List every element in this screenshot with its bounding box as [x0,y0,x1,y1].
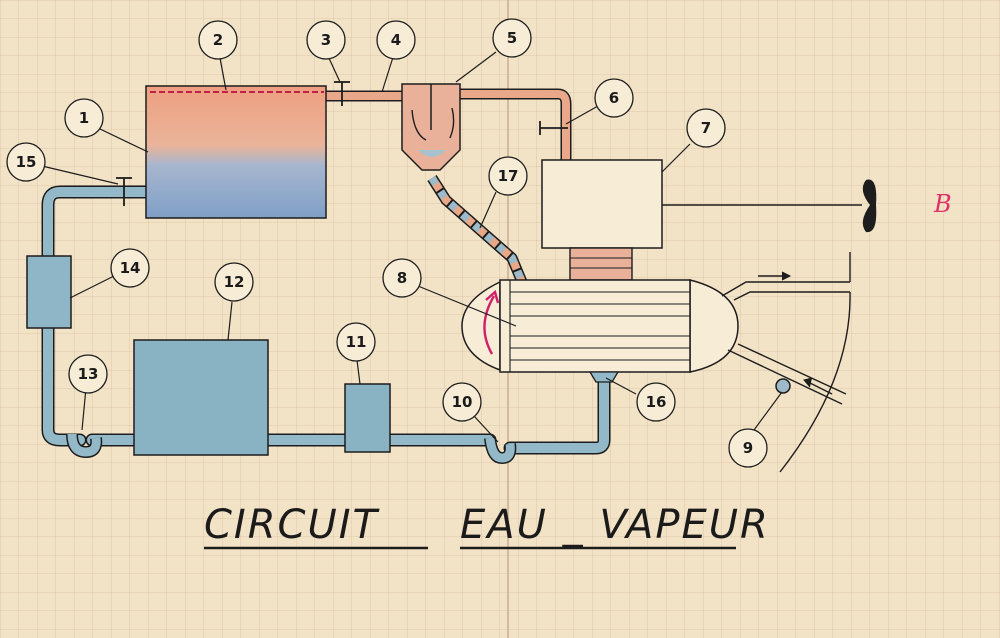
callout-label: 9 [743,439,753,457]
callout-label: 15 [16,153,37,171]
sea-water-circuit [721,252,851,473]
callout-16: 16 [636,382,676,422]
callout-label: 17 [498,167,519,185]
callout-label: 12 [224,273,245,291]
callout-14: 14 [110,248,150,288]
callout-12: 12 [214,262,254,302]
title-circuit: CIRCUIT [204,502,381,548]
corner-mark: B [933,190,952,218]
callout-label: 10 [452,393,473,411]
valve-6 [539,121,568,135]
steam-pipes [319,88,572,166]
propeller [862,179,877,233]
boiler-tank [145,85,327,219]
callout-label: 4 [391,31,401,49]
callout-8: 8 [382,258,422,298]
callout-label: 7 [701,119,711,137]
callout-label: 5 [507,29,517,47]
sea-water-pump [775,378,791,394]
callout-17: 17 [488,156,528,196]
callout-label: 1 [79,109,89,127]
callout-2: 2 [198,20,238,60]
callout-label: 13 [78,365,99,383]
callout-label: 6 [609,89,619,107]
flow-arrow-separator-right [449,107,455,139]
callout-11: 11 [336,322,376,362]
turbine-exhaust [569,247,633,281]
valve-15 [116,177,132,206]
feed-water-tank [133,339,269,456]
callout-label: 11 [346,333,367,351]
valve-3 [334,81,350,106]
water-pipes [41,185,611,455]
callout-label: 14 [120,259,141,277]
callout-4: 4 [376,20,416,60]
inflow-arrow [807,381,833,395]
callout-5: 5 [492,18,532,58]
filter-14 [26,255,72,329]
turbine [541,159,663,249]
feed-pump [344,383,391,453]
callout-7: 7 [686,108,726,148]
callout-10: 10 [442,382,482,422]
condenser-flow-arrow [483,295,496,355]
leader-lines [41,51,783,443]
callout-label: 16 [646,393,667,411]
callout-13: 13 [68,354,108,394]
callout-3: 3 [306,20,346,60]
callout-6: 6 [594,78,634,118]
title-eau-vapeur: EAU _ VAPEUR [460,502,770,548]
callout-9: 9 [728,428,768,468]
flow-arrow-separator-left [411,109,427,141]
callout-label: 3 [321,31,331,49]
callout-1: 1 [64,98,104,138]
callout-label: 8 [397,269,407,287]
callout-label: 2 [213,31,223,49]
condenser-outlet [588,371,620,383]
callout-15: 15 [6,142,46,182]
condenser [461,279,739,373]
